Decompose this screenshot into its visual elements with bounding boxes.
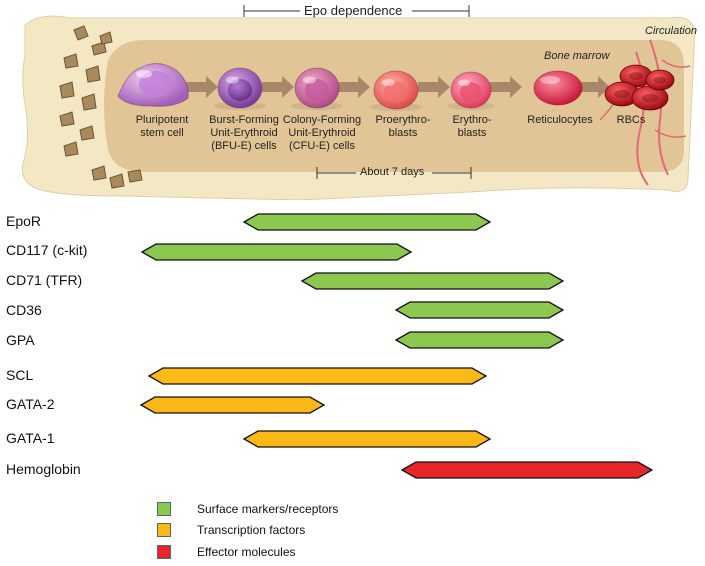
marker-label-gata1: GATA-1 <box>6 430 55 446</box>
marker-label-cd71: CD71 (TFR) <box>6 272 83 288</box>
marker-label-hemoglobin: Hemoglobin <box>6 461 81 477</box>
legend-swatch-surface <box>157 502 171 516</box>
marker-label-cd117: CD117 (c-kit) <box>6 242 88 258</box>
bar-cd36 <box>394 301 565 319</box>
bar-hemoglobin <box>400 461 654 479</box>
bar-gata-2 <box>139 396 326 414</box>
circulation-label: Circulation <box>645 25 697 37</box>
epo-dependence-label: Epo dependence <box>304 3 403 18</box>
about-days-label: About 7 days <box>360 166 425 178</box>
marker-label-scl: SCL <box>6 367 34 383</box>
stage-label-erythroblasts: Erythro-blasts <box>452 114 492 139</box>
flow-arrow-4 <box>418 76 450 98</box>
legend-label-surface: Surface markers/receptors <box>197 502 339 516</box>
stage-label-rbcs: RBCs <box>616 114 646 126</box>
stage-label-reticulocytes: Reticulocytes <box>527 114 593 126</box>
flow-arrow-6 <box>578 76 610 98</box>
bar-cd117-c-kit <box>140 243 413 261</box>
marker-label-cd36: CD36 <box>6 302 42 318</box>
bar-gata-1 <box>242 430 492 448</box>
about-days-bracket <box>316 167 472 179</box>
cell-cfu-e <box>291 67 343 110</box>
bone-marrow-label: Bone marrow <box>544 50 610 62</box>
flow-arrow-5 <box>490 76 522 98</box>
legend-label-effector: Effector molecules <box>197 545 296 559</box>
epo-dependence-bracket <box>243 5 470 17</box>
cell-rbc-cluster <box>604 64 675 111</box>
marker-label-gpa: GPA <box>6 332 35 348</box>
legend-swatch-effector <box>157 545 171 559</box>
stage-label-proerythroblasts: Proerythro-blasts <box>375 114 431 139</box>
legend-swatch-transcription <box>157 523 171 537</box>
legend-label-transcription: Transcription factors <box>197 523 306 537</box>
bone-chip-cluster <box>59 25 143 189</box>
marker-label-epor: EpoR <box>6 213 42 229</box>
cell-erythroblast <box>447 71 495 110</box>
cell-proerythroblast <box>370 70 422 111</box>
cell-reticulocyte <box>533 70 583 106</box>
flow-arrow-1 <box>186 76 218 98</box>
marker-label-gata2: GATA-2 <box>6 396 55 412</box>
bar-cd71-tfr <box>300 272 565 290</box>
bar-epor <box>242 213 492 231</box>
cell-pluripotent-stem <box>117 63 189 107</box>
bar-gpa <box>394 331 565 349</box>
cell-bfu-e <box>214 67 266 110</box>
flow-arrow-2 <box>262 76 294 98</box>
bar-scl <box>147 367 488 385</box>
flow-arrow-3 <box>338 76 370 98</box>
